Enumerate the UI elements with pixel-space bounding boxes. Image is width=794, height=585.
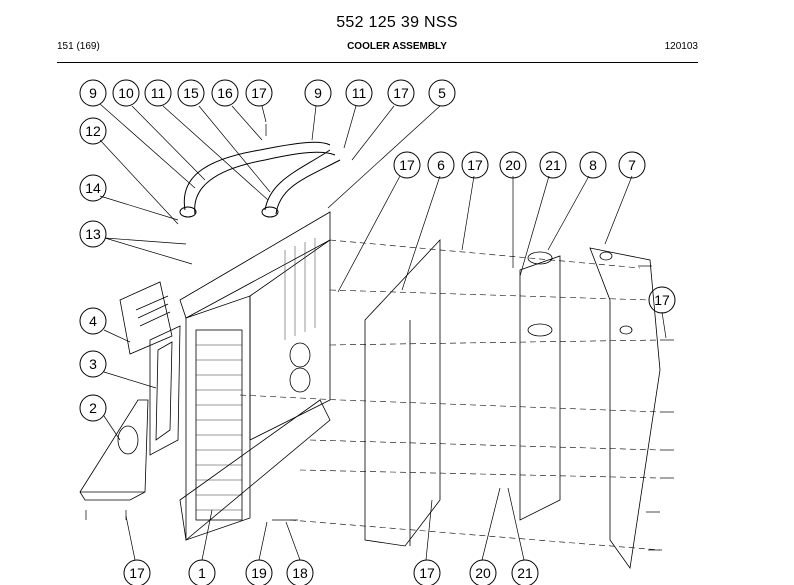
callout-17b [387,79,415,107]
callout-11b [345,79,373,107]
callout-number: 18 [292,565,308,581]
part-3-gasket [149,325,181,456]
part-7-bracket [589,247,661,570]
part-6-plate [364,238,441,547]
callout-number: 4 [89,313,97,329]
port-lower [289,367,311,393]
hoses [179,141,341,218]
callout-number: 17 [129,565,145,581]
callout-number: 19 [251,565,267,581]
callout-7 [618,151,646,179]
callout-17a [245,79,273,107]
fasteners [85,124,674,551]
callout-20a [499,151,527,179]
callout-number: 16 [217,85,233,101]
part-2-plate [79,399,149,501]
callout-number: 17 [654,292,670,308]
date-code: 120103 [664,41,698,52]
callout-21a [539,151,567,179]
page-reference: 151 (169) [57,41,100,52]
callout-number: 9 [314,85,322,101]
callout-number: 14 [85,180,101,196]
callout-number: 3 [89,356,97,372]
callout-17c [393,151,421,179]
callout-21b [511,559,539,585]
callout-number: 8 [589,157,597,173]
callout-17d [461,151,489,179]
callout-number: 15 [183,85,199,101]
callout-13 [79,220,107,248]
callout-17g [413,559,441,585]
callout-15 [177,79,205,107]
callout-16 [211,79,239,107]
callout-10 [112,79,140,107]
callout-19 [245,559,273,585]
callout-1 [188,559,216,585]
callout-number: 20 [475,565,491,581]
leader-lines [99,103,667,561]
callout-number: 21 [517,565,533,581]
callout-number: 11 [151,85,166,101]
section-title: COOLER ASSEMBLY [347,41,447,52]
callout-number: 1 [198,565,206,581]
callout-number: 11 [352,85,367,101]
callout-20b [469,559,497,585]
callout-12 [79,117,107,145]
port-upper [289,342,311,368]
part-1-cooler-frame [179,211,331,541]
callout-number: 7 [628,157,636,173]
callout-11a [144,79,172,107]
callout-2 [79,394,107,422]
callout-number: 17 [399,157,415,173]
callout-number: 17 [419,565,435,581]
callout-8 [579,151,607,179]
callout-number: 5 [438,85,446,101]
callout-number: 13 [85,226,101,242]
callout-number: 17 [467,157,483,173]
callout-9b [304,79,332,107]
callout-3 [79,350,107,378]
callout-number: 21 [545,157,561,173]
part-4-panel [119,281,173,355]
callout-number: 6 [437,157,445,173]
callout-number: 12 [85,123,101,139]
core-fins [196,238,316,511]
callout-group [79,79,676,585]
header-rule [57,62,698,63]
part-number-title: 552 125 39 NSS [336,14,458,31]
callout-number: 17 [393,85,409,101]
callout-4 [79,307,107,335]
part-8-block [519,251,561,521]
callout-14 [79,174,107,202]
callout-17f [123,559,151,585]
callout-number: 17 [251,85,267,101]
alignment-lines [239,239,661,551]
callout-number: 20 [505,157,521,173]
callout-number: 10 [118,85,134,101]
callout-6 [427,151,455,179]
callout-5 [428,79,456,107]
callout-9a [79,79,107,107]
callout-number: 2 [89,400,97,416]
callout-18 [286,559,314,585]
callout-17e [648,286,676,314]
callout-number: 9 [89,85,97,101]
